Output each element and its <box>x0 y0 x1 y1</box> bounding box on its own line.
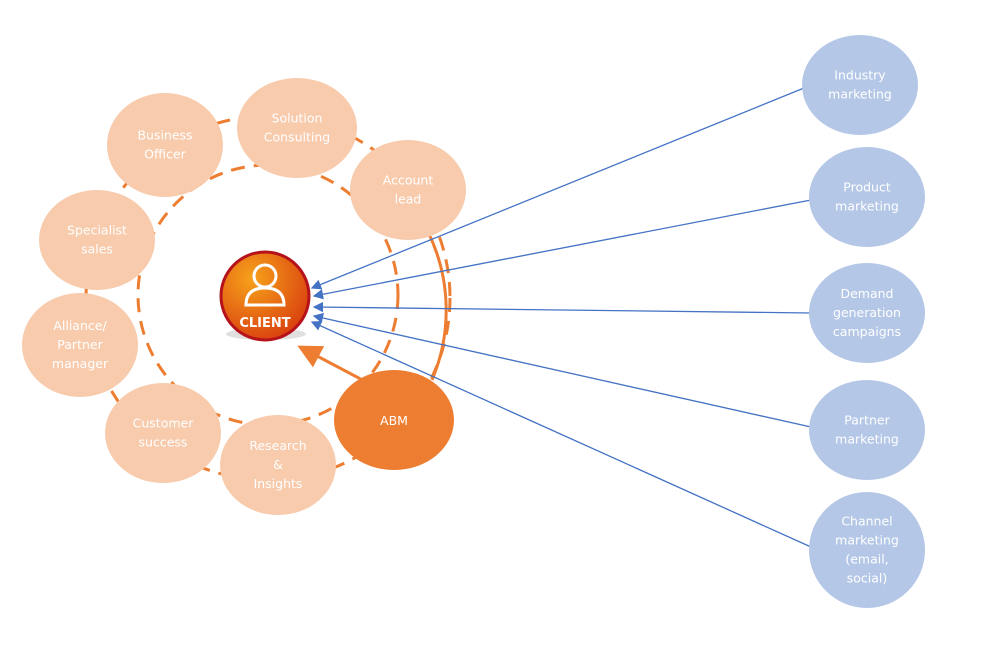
person-icon <box>244 263 286 307</box>
marketing-industry-marketing: Industry marketing <box>802 35 918 135</box>
role-research-insights-label: Insights <box>254 476 303 491</box>
role-alliance-partner-manager-label: manager <box>52 356 109 371</box>
role-solution-consulting-label: Solution <box>272 111 323 126</box>
role-account-lead-label: Account <box>383 173 434 188</box>
arrow-demand-generation-to-client <box>312 301 812 314</box>
role-alliance-partner-manager: Alliance/Partner manager <box>22 293 138 397</box>
arrow-industry-marketing-to-client <box>310 87 805 290</box>
marketing-partner-marketing-label: marketing <box>835 432 899 447</box>
inner-dashed-ring <box>136 163 400 427</box>
marketing-industry-marketing-label: marketing <box>828 87 892 102</box>
marketing-partner-marketing-label: Partner <box>844 413 890 428</box>
role-customer-success-shape <box>105 383 221 483</box>
role-business-officer-label: Business <box>137 128 192 143</box>
role-research-insights-shape <box>220 415 336 515</box>
client-label: CLIENT <box>239 316 290 331</box>
marketing-product-marketing-label: Product <box>843 180 891 195</box>
marketing-partner-marketing: Partner marketing <box>809 380 925 480</box>
arrow-abm-to-client <box>297 345 373 387</box>
marketing-industry-marketing-shape <box>802 35 918 135</box>
role-specialist-sales-shape <box>39 190 155 290</box>
role-specialist-sales-label: Specialist <box>67 223 127 238</box>
role-customer-success: Customer success <box>105 383 221 483</box>
role-alliance-partner-manager-shape <box>22 293 138 397</box>
role-customer-success-label: success <box>139 435 188 450</box>
role-research-insights-label: Research <box>249 438 306 453</box>
marketing-product-marketing: Product marketing <box>809 147 925 247</box>
role-account-lead-label: lead <box>395 192 422 207</box>
role-research-insights: Research & Insights <box>220 415 336 515</box>
role-business-officer-shape <box>107 93 223 197</box>
abm-node: ABM <box>334 370 454 470</box>
marketing-channel-marketing-shape <box>809 492 925 608</box>
role-business-officer-label: Officer <box>144 147 186 162</box>
marketing-demand-generation-label: Demand <box>840 286 893 301</box>
role-specialist-sales: Specialist sales <box>39 190 155 290</box>
marketing-channel-marketing-label: Channel <box>841 514 892 529</box>
arrow-partner-marketing-to-client <box>312 312 812 428</box>
marketing-channel-marketing-label: social) <box>847 571 888 586</box>
role-customer-success-label: Customer <box>133 416 195 431</box>
marketing-channel-marketing: Channel marketing (email, social) <box>809 492 925 608</box>
arrow-product-marketing-to-client <box>312 199 812 300</box>
role-specialist-sales-label: sales <box>81 242 113 257</box>
role-solution-consulting-shape <box>237 78 357 178</box>
role-research-insights-label: & <box>273 457 283 472</box>
marketing-product-marketing-shape <box>809 147 925 247</box>
marketing-product-marketing-label: marketing <box>835 199 899 214</box>
marketing-demand-generation: Demand generation campaigns <box>809 263 925 363</box>
marketing-demand-generation-label: campaigns <box>833 324 901 339</box>
marketing-partner-marketing-shape <box>809 380 925 480</box>
role-solution-consulting-label: Consulting <box>264 130 330 145</box>
role-alliance-partner-manager-label: Alliance/ <box>53 318 107 333</box>
arrow-channel-marketing-to-client <box>310 321 812 548</box>
marketing-channel-marketing-label: (email, <box>845 552 888 567</box>
marketing-industry-marketing-label: Industry <box>834 68 886 83</box>
marketing-channel-marketing-label: marketing <box>835 533 899 548</box>
marketing-demand-generation-shape <box>809 263 925 363</box>
role-account-lead: Account lead <box>350 140 466 240</box>
marketing-demand-generation-label: generation <box>833 305 901 320</box>
outer-solid-arc <box>426 231 448 381</box>
role-account-lead-shape <box>350 140 466 240</box>
role-alliance-partner-manager-label: Partner <box>57 337 103 352</box>
abm-label: ABM <box>380 413 408 428</box>
client-node: CLIENT <box>219 250 311 342</box>
